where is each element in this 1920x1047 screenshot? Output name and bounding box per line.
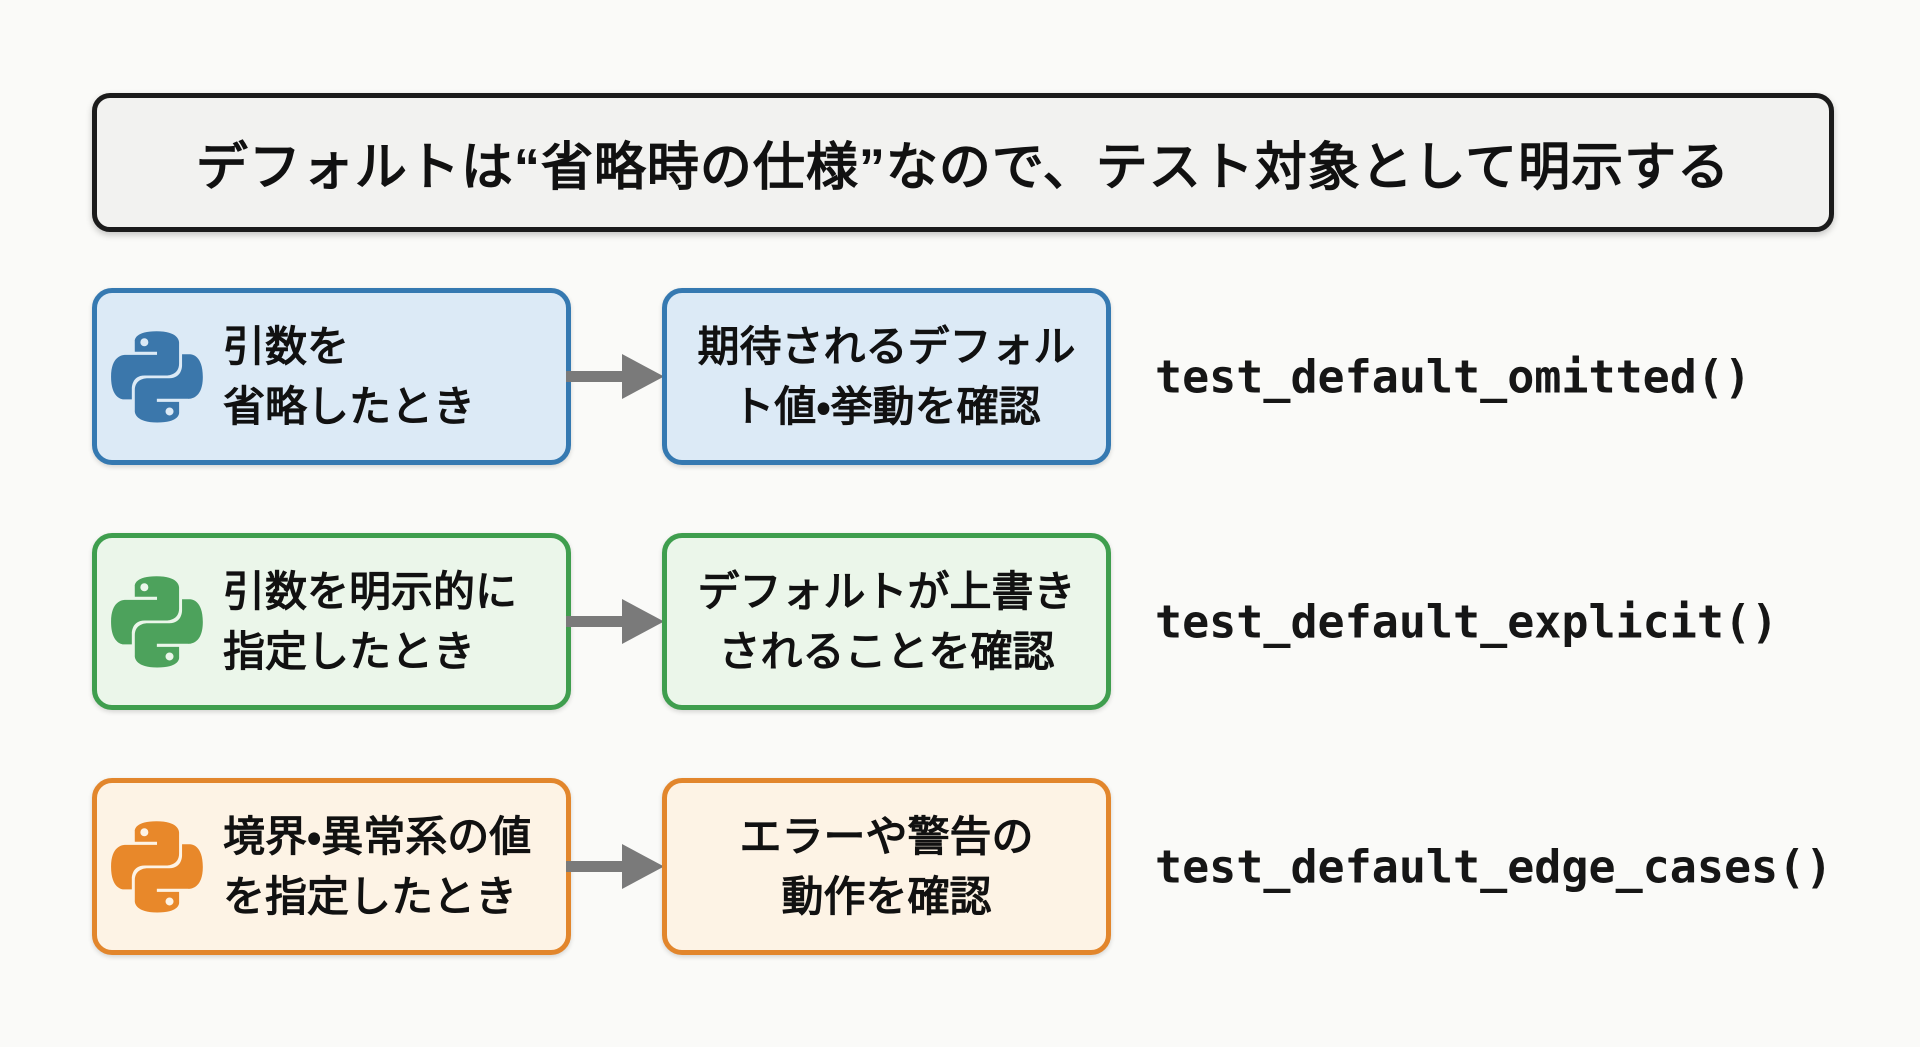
title-banner: デフォルトは“省略時の仕様”なので、テスト対象として明示する — [92, 93, 1834, 232]
action-text: エラーや警告の 動作を確認 — [739, 807, 1033, 926]
test-function-name: test_default_edge_cases() — [1155, 840, 1833, 893]
test-function-name: test_default_omitted() — [1155, 350, 1752, 403]
condition-text-line1: 引数を — [223, 322, 350, 370]
python-logo-icon — [111, 575, 203, 668]
condition-box: 引数を明示的に 指定したとき — [92, 533, 571, 710]
action-box: 期待されるデフォル ト値・挙動を確認 — [662, 288, 1111, 465]
condition-text-line1: 境界・異常系の値 — [223, 812, 532, 860]
title-text: デフォルトは“省略時の仕様”なので、テスト対象として明示する — [195, 139, 1731, 197]
arrow-right-icon — [566, 354, 664, 399]
action-box: デフォルトが上書き されることを確認 — [662, 533, 1111, 710]
flow-row: 引数を明示的に 指定したとき デフォルトが上書き されることを確認 test_d… — [0, 533, 1920, 710]
action-text-line1: デフォルトが上書き — [697, 567, 1076, 615]
action-text: デフォルトが上書き されることを確認 — [697, 562, 1075, 681]
action-box: エラーや警告の 動作を確認 — [662, 778, 1111, 955]
arrow-right-icon — [566, 599, 664, 644]
flow-row: 境界・異常系の値 を指定したとき エラーや警告の 動作を確認 test_defa… — [0, 778, 1920, 955]
condition-box: 境界・異常系の値 を指定したとき — [92, 778, 571, 955]
action-text: 期待されるデフォル ト値・挙動を確認 — [697, 317, 1075, 436]
action-text-line2: ト値・挙動を確認 — [732, 382, 1041, 430]
condition-text: 引数を明示的に 指定したとき — [223, 562, 517, 681]
condition-text-line2: 省略したとき — [223, 382, 476, 430]
condition-text-line2: を指定したとき — [223, 872, 518, 920]
condition-text: 引数を 省略したとき — [223, 317, 475, 436]
flow-row: 引数を 省略したとき 期待されるデフォル ト値・挙動を確認 test_defau… — [0, 288, 1920, 465]
condition-text: 境界・異常系の値 を指定したとき — [223, 807, 531, 926]
condition-box: 引数を 省略したとき — [92, 288, 571, 465]
action-text-line1: 期待されるデフォル — [697, 322, 1076, 370]
action-text-line2: 動作を確認 — [781, 872, 992, 920]
python-logo-icon — [111, 820, 203, 913]
test-function-name: test_default_explicit() — [1155, 595, 1779, 648]
condition-text-line1: 引数を明示的に — [223, 567, 518, 615]
action-text-line2: されることを確認 — [718, 627, 1055, 675]
python-logo-icon — [111, 330, 203, 423]
action-text-line1: エラーや警告の — [739, 812, 1034, 860]
arrow-right-icon — [566, 844, 664, 889]
condition-text-line2: 指定したとき — [223, 627, 476, 675]
